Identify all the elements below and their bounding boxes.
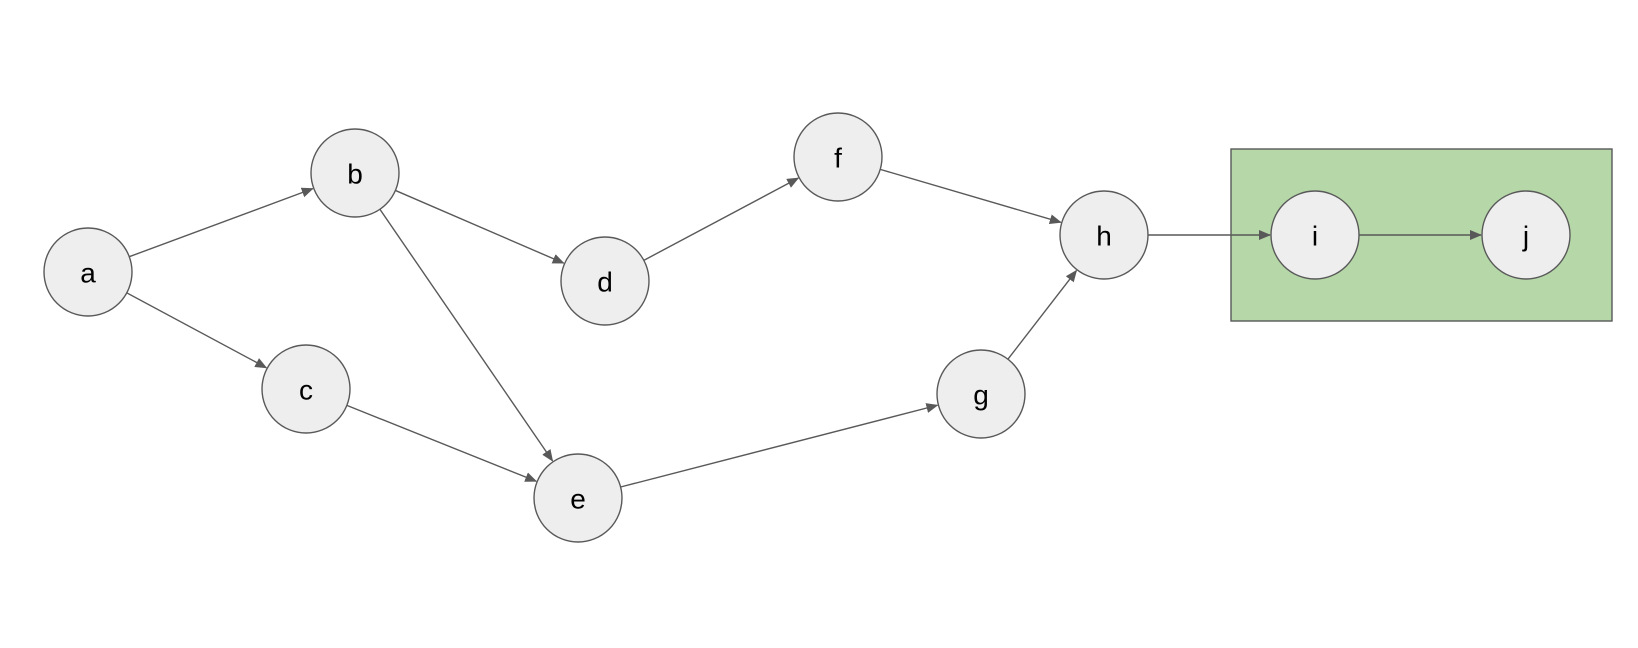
node-circle-a	[43, 227, 133, 317]
node-circle-h	[1059, 190, 1149, 280]
node-label-a: a	[80, 258, 96, 289]
node-circle-f	[793, 112, 883, 202]
edge-b-e	[379, 208, 554, 462]
node-label-g: g	[973, 380, 989, 411]
node-label-j: j	[1522, 221, 1529, 252]
node-label-d: d	[597, 267, 613, 298]
node-layer: a b c d e f g h i j	[43, 112, 1571, 543]
node-circle-i	[1270, 190, 1360, 280]
edge-c-e	[346, 404, 538, 482]
node-g: g	[936, 349, 1026, 439]
edge-e-g	[620, 403, 939, 488]
edge-layer	[126, 168, 1482, 488]
node-label-h: h	[1096, 221, 1112, 252]
node-h: h	[1059, 190, 1149, 280]
edge-b-d	[395, 189, 565, 264]
node-label-f: f	[834, 143, 842, 174]
edge-g-h	[1007, 269, 1078, 360]
node-b: b	[310, 128, 400, 218]
edge-d-f	[643, 177, 800, 261]
node-f: f	[793, 112, 883, 202]
node-e: e	[533, 453, 623, 543]
node-label-c: c	[299, 375, 313, 406]
node-c: c	[261, 344, 351, 434]
node-circle-b	[310, 128, 400, 218]
node-label-e: e	[570, 484, 586, 515]
node-circle-d	[560, 236, 650, 326]
node-i: i	[1270, 190, 1360, 280]
node-circle-g	[936, 349, 1026, 439]
node-circle-e	[533, 453, 623, 543]
node-label-b: b	[347, 159, 363, 190]
edge-a-c	[126, 292, 268, 369]
node-j: j	[1481, 190, 1571, 280]
node-circle-c	[261, 344, 351, 434]
node-circle-j	[1481, 190, 1571, 280]
edge-f-h	[880, 168, 1062, 225]
edge-a-b	[129, 187, 314, 258]
node-a: a	[43, 227, 133, 317]
node-d: d	[560, 236, 650, 326]
node-label-i: i	[1312, 221, 1318, 252]
